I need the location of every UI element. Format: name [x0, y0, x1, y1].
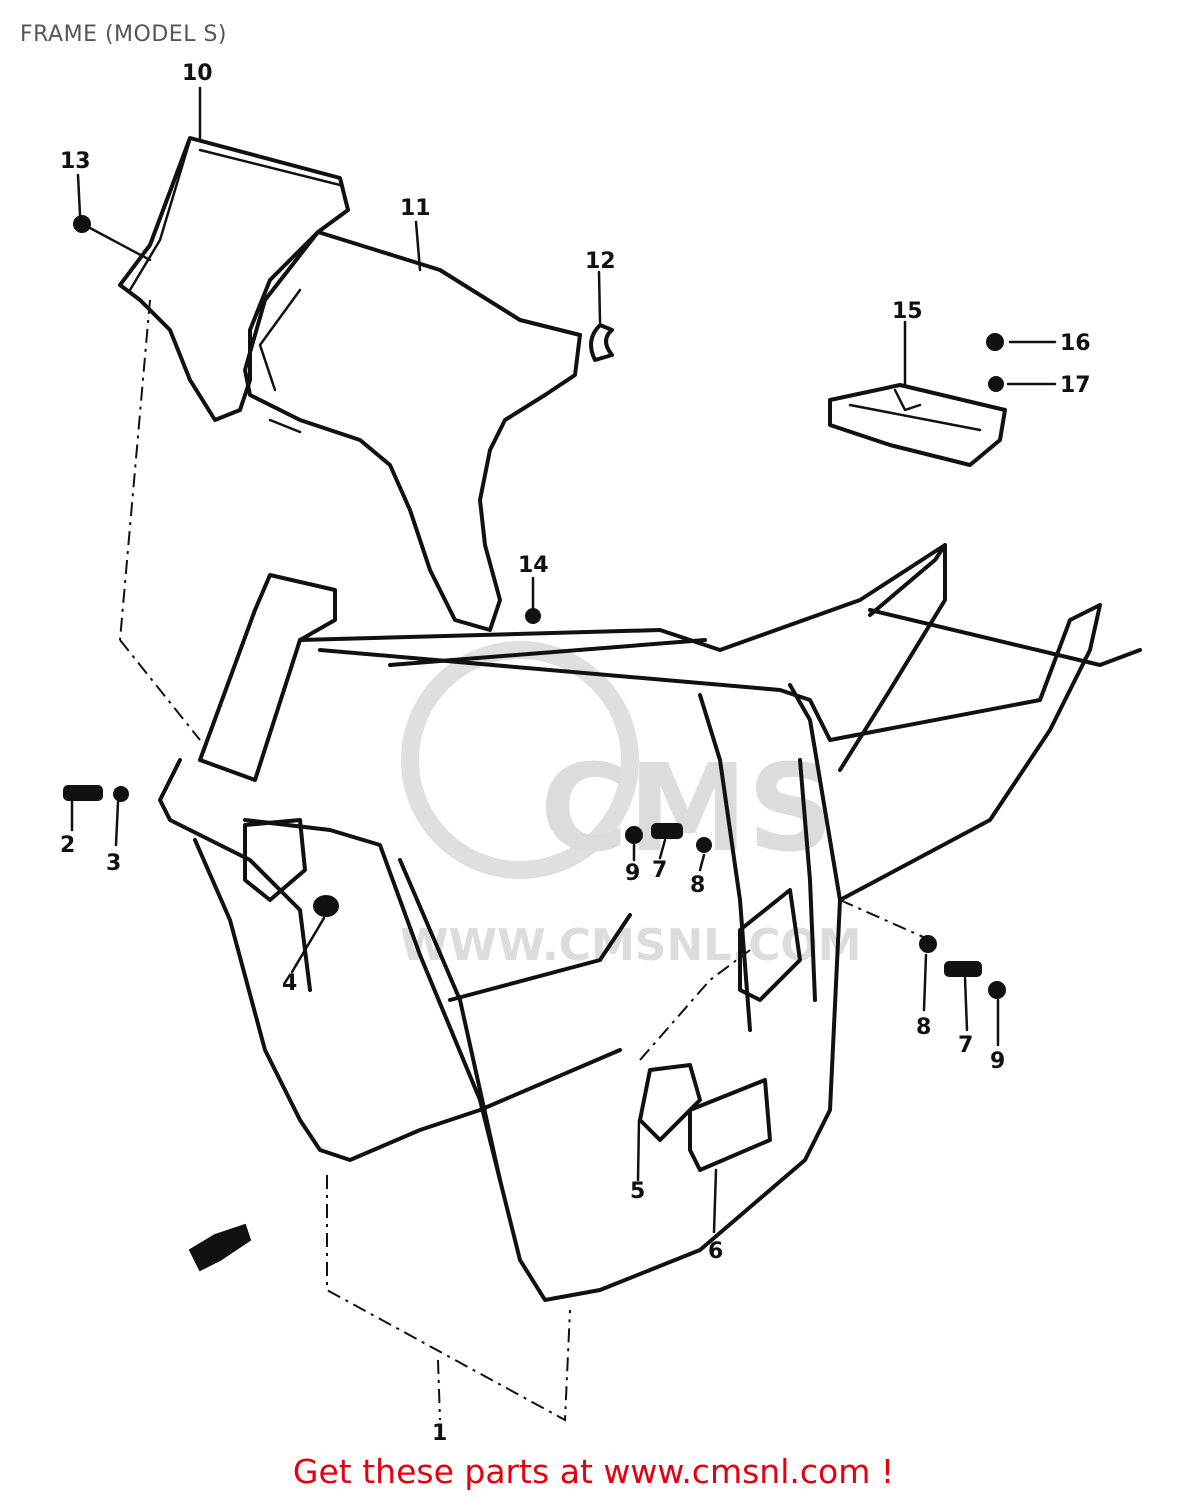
leader-lines: [70, 86, 1057, 1422]
part-bolt-13: [73, 215, 91, 233]
callout-label: 9: [990, 1049, 1005, 1074]
part-bolt-7: [651, 823, 683, 839]
callout-label: 15: [892, 299, 923, 324]
callout-label: 10: [182, 61, 213, 86]
frame-exploded-diagram: CMS WWW.CMSNL.COM: [60, 61, 1142, 1446]
watermark-logo: CMS: [540, 740, 834, 879]
part-nut-9: [625, 826, 643, 844]
callout-label: 11: [400, 196, 431, 221]
part-bracket: [828, 383, 1007, 467]
part-washer-8-right: [919, 935, 937, 953]
watermark-url: WWW.CMSNL.COM: [400, 920, 862, 971]
callout-label: 3: [106, 851, 121, 876]
callout-label: 4: [282, 971, 297, 996]
callout-label: 12: [585, 249, 616, 274]
part-nut: [988, 376, 1004, 392]
part-screw: [986, 333, 1004, 351]
callout-label: 1: [432, 1421, 447, 1446]
callout-label: 5: [630, 1179, 645, 1204]
cmsnl-promo-link[interactable]: Get these parts at www.cmsnl.com !: [292, 1452, 895, 1491]
callout-label: 14: [518, 553, 549, 578]
callout-label: 8: [916, 1015, 931, 1040]
callout-label: 9: [625, 861, 640, 886]
part-washer-3: [113, 786, 129, 802]
callout-label: 8: [690, 873, 705, 898]
part-bolt-7-right: [944, 961, 982, 977]
part-cushion-4: [313, 895, 339, 917]
page-title: FRAME (MODEL S): [20, 22, 227, 47]
arrow-icon: [188, 1223, 252, 1272]
callout-label: 17: [1060, 373, 1091, 398]
callout-label: 16: [1060, 331, 1091, 356]
callout-label: 13: [60, 149, 91, 174]
callout-label: 2: [60, 833, 75, 858]
part-clip: [589, 323, 614, 362]
part-frame: [158, 543, 1142, 1302]
callout-label: 6: [708, 1239, 723, 1264]
callout-label: 7: [652, 858, 667, 883]
part-side-cover: [243, 230, 582, 632]
part-washer-8: [696, 837, 712, 853]
callout-labels: 10 13 11 12 15 16 17 14 2 3 4 9 7 8 8 7 …: [60, 61, 1091, 1446]
part-bolt-2: [63, 785, 103, 801]
part-nut-9-right: [988, 981, 1006, 999]
part-upper-cover: [118, 136, 350, 434]
callout-label: 7: [958, 1033, 973, 1058]
watermark: CMS WWW.CMSNL.COM: [400, 641, 862, 971]
